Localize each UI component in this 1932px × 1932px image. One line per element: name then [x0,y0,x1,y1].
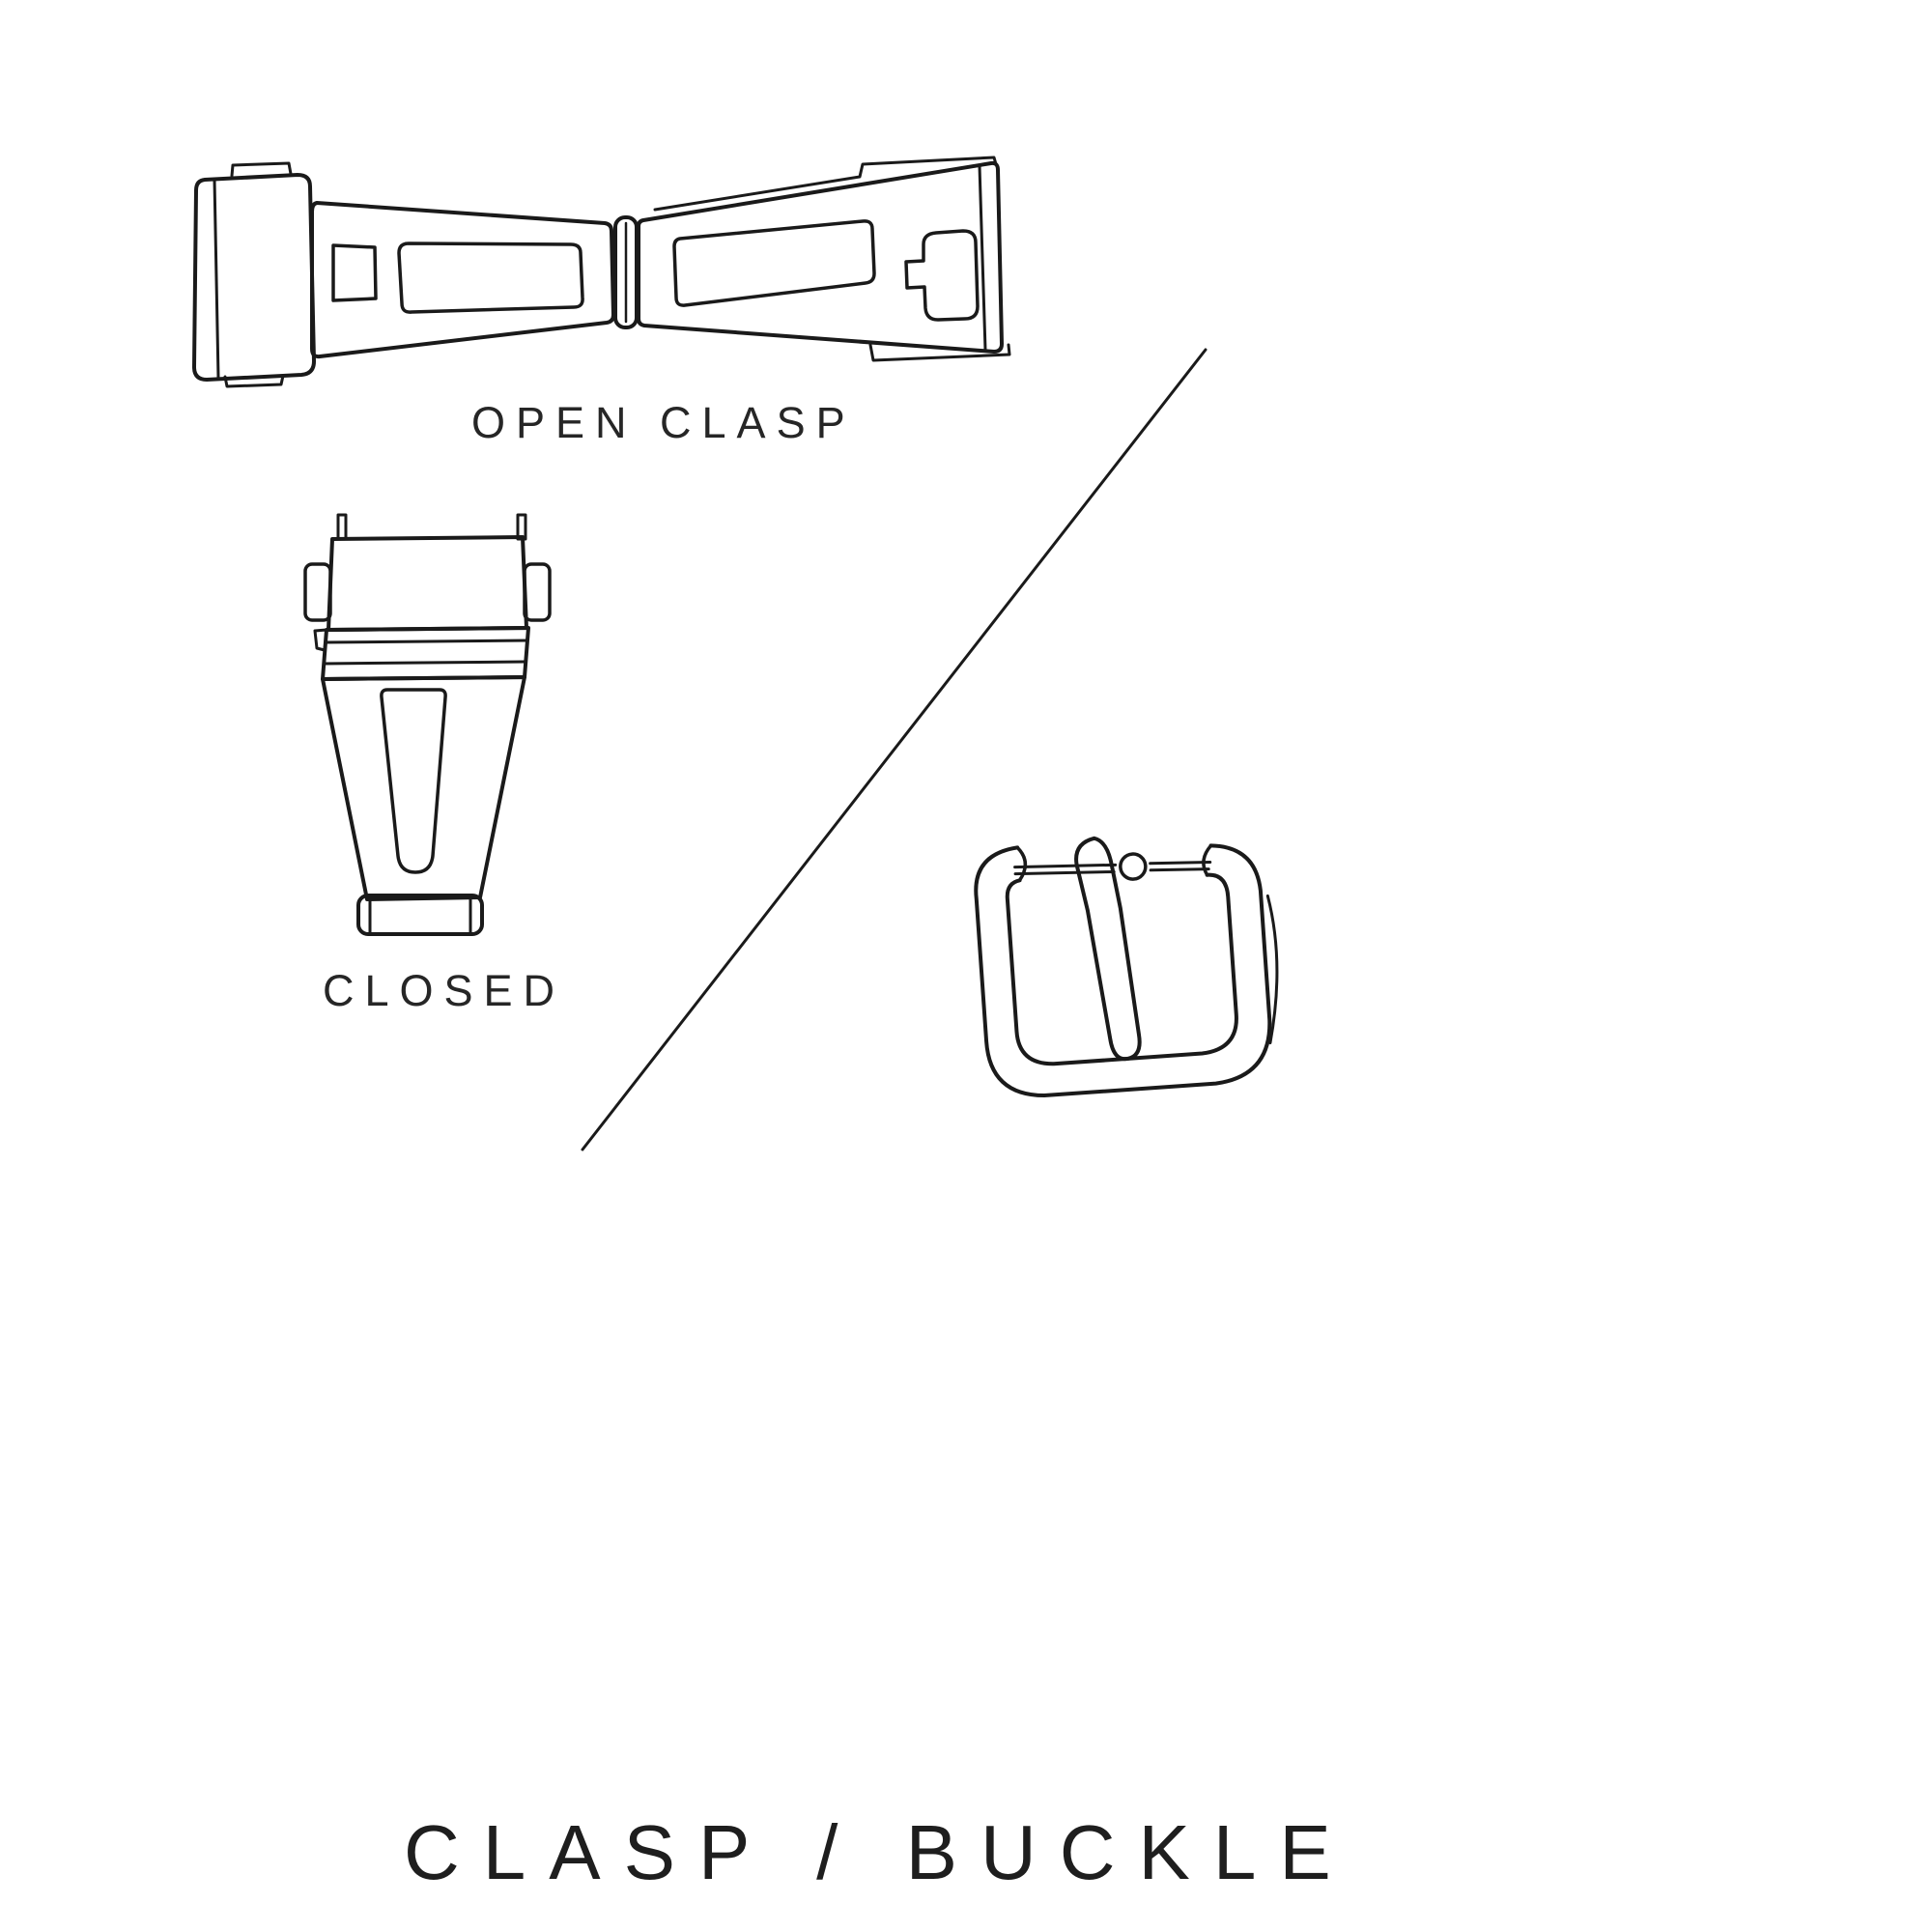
open-clasp-left-arm-window [399,243,582,312]
closed-clasp-top-box [328,537,526,630]
open-clasp-left-plate-top-tab [232,163,291,176]
page-title: CLASP / BUCKLE [404,1809,1354,1895]
open-clasp-right-end-line [980,166,985,350]
closed-clasp-prong-left [338,515,346,539]
buckle-frame-cap-right [1203,845,1213,875]
buckle-frame-outer [973,831,1273,1099]
buckle-axle-right [1151,859,1211,872]
closed-clasp-illustration [305,515,550,934]
closed-clasp-band [323,628,528,679]
open-clasp-left-arm [312,203,613,356]
closed-clasp-side-tab-left [305,564,330,620]
buckle-prong [1075,837,1141,1062]
closed-clasp-foot [358,895,482,934]
open-clasp-left-arm-notch [333,245,376,300]
diagonal-divider-line [582,350,1206,1150]
closed-clasp-side-tab-right [525,564,550,620]
buckle-frame-thickness [1260,895,1283,1043]
open-clasp-right-arm-bottom-step [870,345,1009,360]
open-clasp-caption: OPEN CLASP [471,398,856,447]
open-clasp-illustration [194,157,1009,386]
open-clasp-catch [906,231,978,320]
closed-clasp-body [323,677,525,899]
open-clasp-left-plate [194,175,314,380]
closed-clasp-band-line-2 [324,662,526,664]
open-clasp-left-plate-bottom-tab [225,376,283,386]
closed-clasp-band-corner [315,630,327,650]
open-clasp-left-plate-edge [214,180,218,378]
closed-clasp-body-slot [382,690,445,872]
buckle-prong-ring [1120,853,1147,880]
open-clasp-right-arm [639,163,1002,352]
buckle-axle-left [1015,860,1117,878]
closed-clasp-band-line-1 [326,640,527,642]
buckle-frame-inner [1007,866,1239,1065]
open-clasp-right-arm-window [674,221,874,305]
buckle-frame-cap-left [1017,847,1026,880]
open-clasp-right-arm-top-bevel [655,157,996,210]
closed-clasp-caption: CLOSED [323,966,566,1015]
tang-buckle-illustration [973,826,1286,1099]
